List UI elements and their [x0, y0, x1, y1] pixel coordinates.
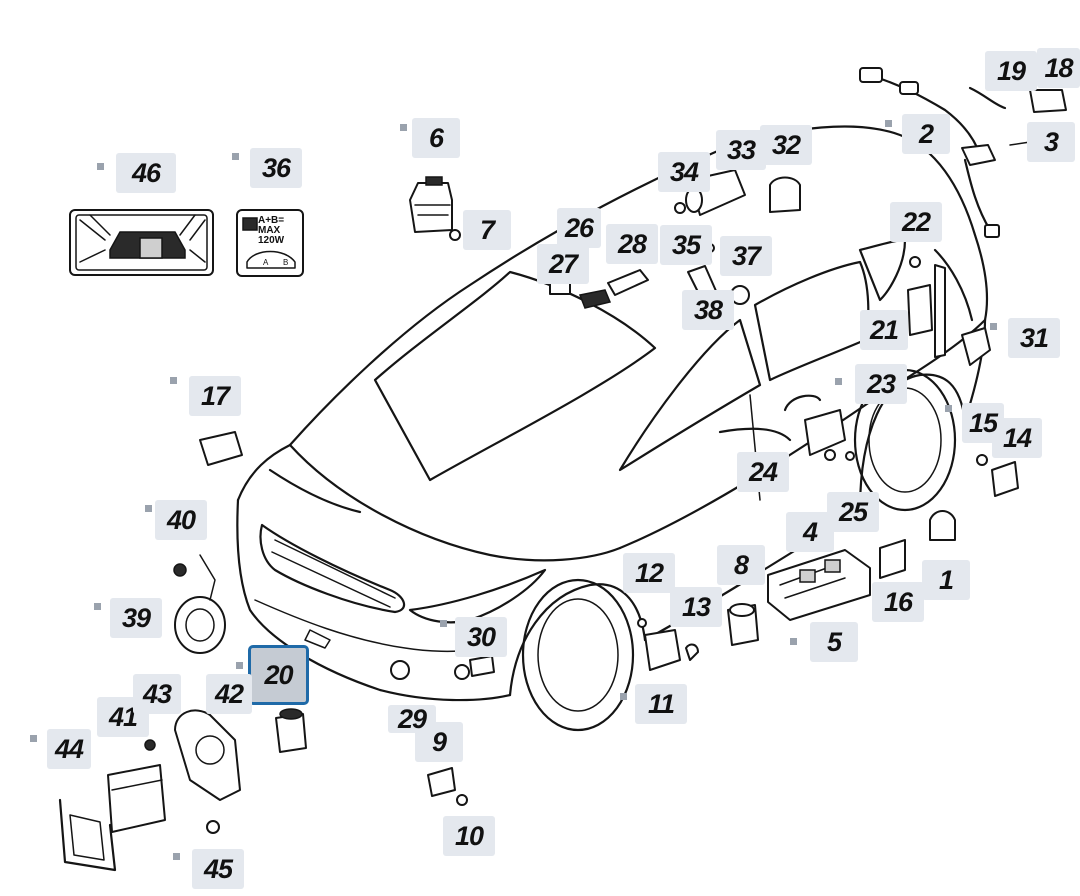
callout-16[interactable]: 16 [872, 582, 924, 622]
callout-marker [885, 120, 892, 127]
part-30-sensor [469, 655, 495, 677]
callout-27[interactable]: 27 [537, 244, 589, 284]
part-14-15 [976, 454, 1019, 497]
power-label-line1: A+B= [258, 215, 285, 226]
callout-45[interactable]: 45 [192, 849, 244, 889]
callout-32[interactable]: 32 [760, 125, 812, 165]
part-41-45-cluster [58, 709, 241, 872]
callout-20[interactable]: 20 [248, 645, 309, 705]
part-4-switch-panel [767, 549, 871, 621]
callout-7[interactable]: 7 [463, 210, 511, 250]
callout-35[interactable]: 35 [660, 225, 712, 265]
callout-marker [30, 735, 37, 742]
callout-15[interactable]: 15 [962, 403, 1004, 443]
callout-marker [835, 378, 842, 385]
callout-17[interactable]: 17 [189, 376, 241, 416]
callout-36[interactable]: 36 [250, 148, 302, 188]
part-20-sensor [275, 708, 307, 753]
power-label-line3: 120W [258, 235, 285, 246]
callout-3[interactable]: 3 [1027, 122, 1075, 162]
callout-37[interactable]: 37 [720, 236, 772, 276]
callout-23[interactable]: 23 [855, 364, 907, 404]
power-label-line2: MAX [258, 225, 281, 236]
callout-marker [990, 323, 997, 330]
part-36-power-sticker [236, 209, 304, 277]
callout-29[interactable]: 29 [388, 704, 436, 734]
callout-43[interactable]: 43 [133, 674, 181, 714]
callout-13[interactable]: 13 [670, 587, 722, 627]
callout-19[interactable]: 19 [985, 51, 1037, 91]
part-21-22-bracket [907, 256, 946, 358]
callout-40[interactable]: 40 [155, 500, 207, 540]
callout-4[interactable]: 4 [786, 512, 834, 552]
part-23-24-25 [718, 394, 855, 461]
power-label-a: A [263, 258, 269, 267]
callout-31[interactable]: 31 [1008, 318, 1060, 358]
callout-2[interactable]: 2 [902, 114, 950, 154]
callout-marker [94, 603, 101, 610]
callout-42[interactable]: 42 [206, 674, 252, 714]
callout-30[interactable]: 30 [455, 617, 507, 657]
callout-8[interactable]: 8 [717, 545, 765, 585]
callout-34[interactable]: 34 [658, 152, 710, 192]
car-body [236, 125, 989, 732]
callout-marker [400, 124, 407, 131]
callout-1[interactable]: 1 [922, 560, 970, 600]
callout-6[interactable]: 6 [412, 118, 460, 158]
part-11-12-13 [637, 618, 699, 671]
part-46-alarm-sticker [69, 209, 214, 276]
part-6-module [409, 176, 461, 241]
part-1-switch [929, 510, 956, 541]
callout-marker [97, 163, 104, 170]
callout-marker [440, 620, 447, 627]
part-9-10 [427, 767, 468, 806]
power-label-b: B [283, 258, 289, 267]
part-39-horn [173, 554, 226, 654]
callout-marker [232, 153, 239, 160]
callout-marker [790, 638, 797, 645]
callout-10[interactable]: 10 [443, 816, 495, 856]
callout-marker [945, 405, 952, 412]
callout-26[interactable]: 26 [557, 208, 601, 248]
callout-21[interactable]: 21 [860, 310, 908, 350]
callout-5[interactable]: 5 [810, 622, 858, 662]
callout-24[interactable]: 24 [737, 452, 789, 492]
callout-marker [145, 505, 152, 512]
callout-marker [170, 377, 177, 384]
callout-9[interactable]: 9 [415, 722, 463, 762]
callout-11[interactable]: 11 [635, 684, 687, 724]
callout-marker [173, 853, 180, 860]
callout-28[interactable]: 28 [606, 224, 658, 264]
part-31-sensor [961, 327, 991, 366]
power-label-text: A+B= MAX 120W [258, 216, 284, 246]
part-17-sensor [199, 431, 243, 466]
callout-46[interactable]: 46 [116, 153, 176, 193]
callout-22[interactable]: 22 [890, 202, 942, 242]
callout-38[interactable]: 38 [682, 290, 734, 330]
callout-25[interactable]: 25 [827, 492, 879, 532]
callout-39[interactable]: 39 [110, 598, 162, 638]
callout-18[interactable]: 18 [1037, 48, 1080, 88]
part-2-harness [859, 67, 1067, 238]
callout-12[interactable]: 12 [623, 553, 675, 593]
callout-44[interactable]: 44 [47, 729, 91, 769]
callout-marker [620, 693, 627, 700]
callout-33[interactable]: 33 [716, 130, 766, 170]
callout-marker [236, 662, 243, 669]
part-8-switch [727, 603, 759, 646]
part-16-pad [879, 539, 906, 579]
